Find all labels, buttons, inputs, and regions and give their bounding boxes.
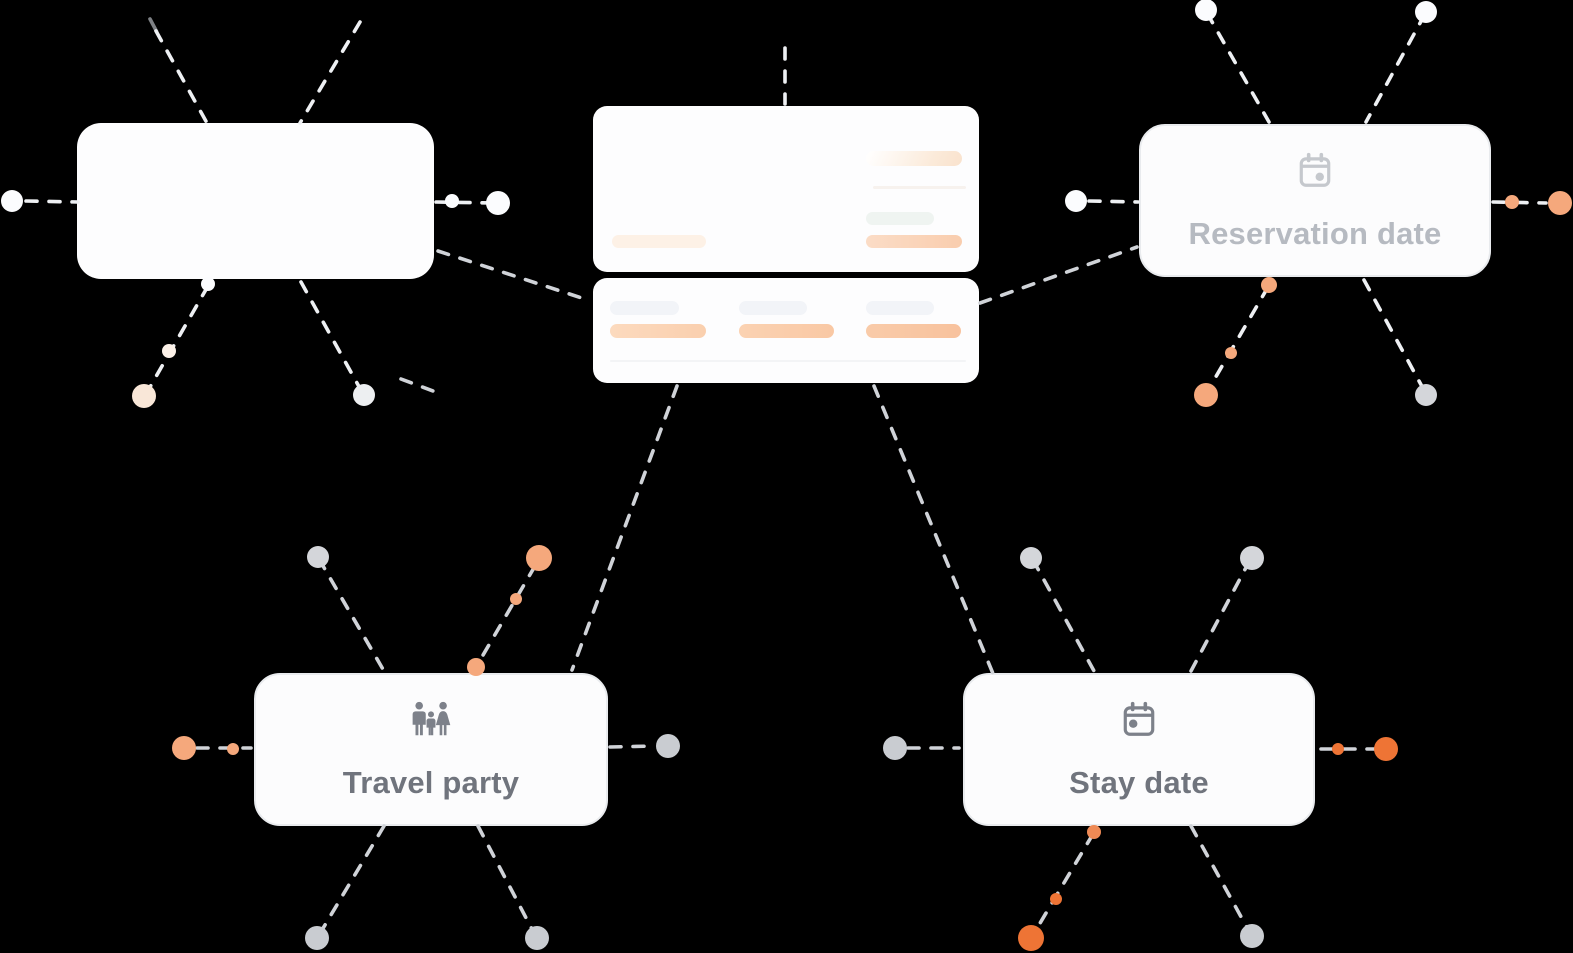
node-dot [1087, 825, 1101, 839]
dashed-edge [1491, 200, 1548, 205]
node-travel-party: Travel party [254, 673, 608, 826]
node-dot [656, 734, 680, 758]
dashed-edge [434, 200, 496, 205]
skeleton-bar-gray [739, 301, 807, 315]
node-label: Stay date [1069, 765, 1209, 800]
node-dot [307, 546, 329, 568]
node-card-blank [77, 123, 434, 279]
node-dot [1505, 195, 1519, 209]
dashed-edge [608, 744, 657, 749]
node-dot [1240, 924, 1264, 948]
dashed-edge [1205, 11, 1271, 124]
skeleton-bar-orange [610, 324, 706, 338]
node-reservation-date: Reservation date [1139, 124, 1491, 277]
dashed-edge [299, 280, 364, 394]
node-card-booking-preview-footer [593, 278, 979, 383]
dashed-edge [477, 564, 537, 664]
calendar-icon [1299, 152, 1331, 187]
node-dot [1240, 546, 1264, 570]
dashed-edge [317, 557, 386, 673]
skeleton-divider [610, 360, 966, 362]
skeleton-bar-gray [610, 301, 679, 315]
node-dot [1261, 277, 1277, 293]
dashed-edge-connector [436, 249, 593, 303]
node-dot [132, 384, 156, 408]
node-dot [172, 736, 196, 760]
node-dot [1548, 191, 1572, 215]
skeleton-bar-gradient [866, 151, 962, 166]
node-dot [1332, 743, 1344, 755]
node-dot [486, 191, 510, 215]
dashed-edge [1189, 558, 1252, 673]
node-label: Reservation date [1188, 216, 1442, 251]
dashed-edge [148, 17, 161, 38]
dashed-edge [1364, 12, 1427, 124]
node-dot [525, 926, 549, 950]
dashed-edge [24, 199, 80, 204]
node-dot [1415, 1, 1437, 23]
skeleton-bar-peach [612, 235, 706, 248]
skeleton-line [873, 186, 966, 189]
calendar-icon [1123, 701, 1155, 736]
dashed-edge [476, 824, 537, 937]
dashed-edge [144, 284, 210, 396]
dashed-edge [1031, 832, 1095, 937]
dashed-edge-connector [570, 384, 679, 672]
node-dot [1195, 0, 1217, 21]
dashed-edge [1205, 285, 1270, 394]
node-dot [1018, 925, 1044, 951]
dashed-edge [1087, 199, 1140, 204]
node-dot [201, 277, 215, 291]
skeleton-bar-orange [866, 324, 961, 338]
node-dot [1050, 893, 1062, 905]
node-dot [1020, 547, 1042, 569]
skeleton-bar-gray [866, 301, 934, 315]
dashed-edge [298, 20, 362, 125]
node-dot [227, 743, 239, 755]
node-dot [1194, 383, 1218, 407]
dashed-edge [154, 29, 209, 125]
node-card-booking-preview [593, 106, 979, 272]
node-dot [1, 190, 23, 212]
skeleton-bar-orange [866, 235, 962, 248]
node-dot [510, 593, 522, 605]
node-dot [1415, 384, 1437, 406]
dashed-edge [317, 824, 386, 937]
family-icon [412, 701, 451, 736]
node-dot [162, 344, 176, 358]
node-dot [1374, 737, 1398, 761]
skeleton-bar-orange [739, 324, 834, 338]
node-dot [305, 926, 329, 950]
dashed-edge-connector [872, 384, 996, 678]
node-label: Travel party [342, 765, 520, 800]
dashed-edge [399, 377, 435, 393]
node-dot [1065, 190, 1087, 212]
skeleton-bar-green [866, 212, 934, 225]
node-dot [883, 736, 907, 760]
node-dot [1225, 347, 1237, 359]
dashed-edge-connector [978, 245, 1139, 305]
node-dot [526, 545, 552, 571]
dashed-edge [1189, 824, 1252, 935]
node-dot [445, 194, 459, 208]
node-stay-date: Stay date [963, 673, 1315, 826]
node-dot [353, 384, 375, 406]
dashed-edge [1362, 278, 1427, 394]
dashed-edge [1031, 558, 1096, 673]
